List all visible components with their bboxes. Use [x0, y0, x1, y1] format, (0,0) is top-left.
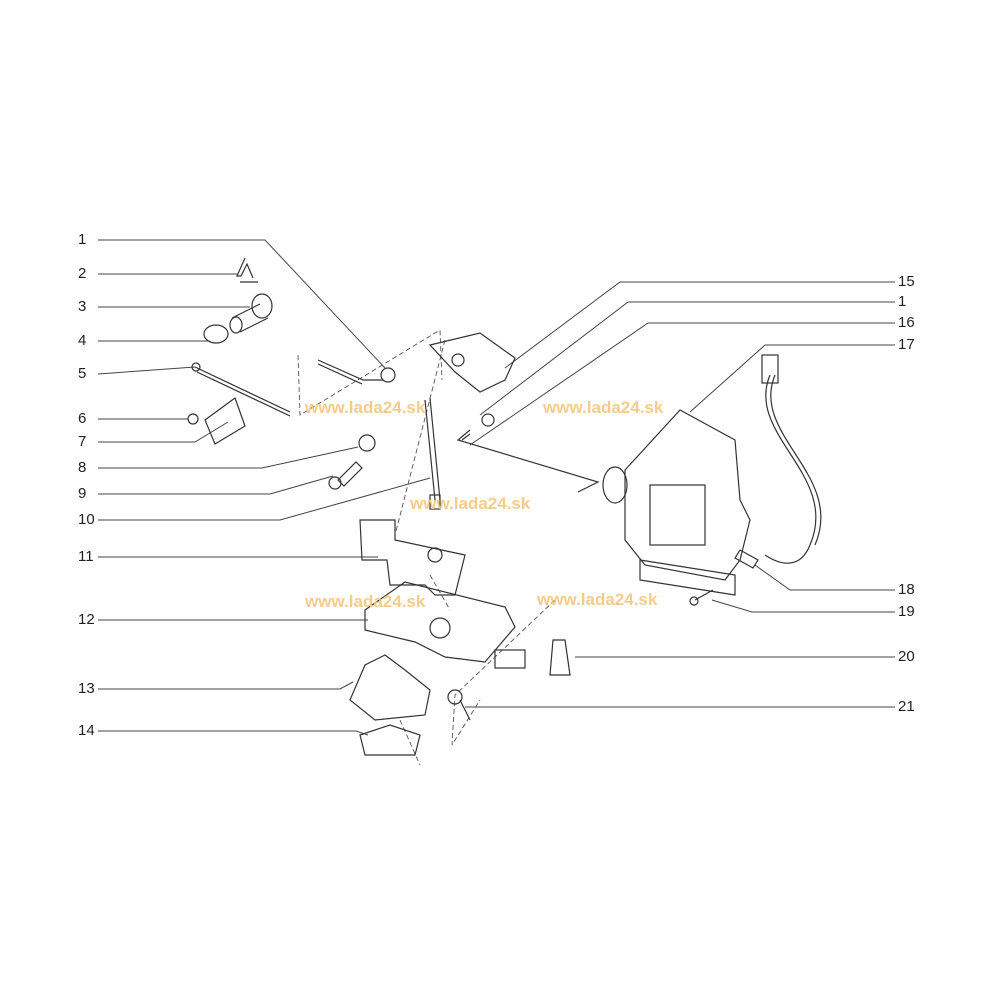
- callout-18: 18: [898, 581, 915, 598]
- clip-6: [187, 413, 199, 425]
- screw-20: [549, 639, 571, 676]
- watermark: www.lada24.sk: [537, 590, 658, 609]
- rod-end-5: [191, 362, 201, 372]
- watermark: www.lada24.sk: [543, 398, 664, 417]
- plug-17: [761, 354, 779, 384]
- washer-4: [203, 324, 229, 344]
- striker-13: [349, 654, 431, 721]
- callout-19: 19: [898, 603, 915, 620]
- callout-4: 4: [78, 332, 87, 349]
- callout-3: 3: [78, 298, 87, 315]
- connector-12: [494, 649, 526, 669]
- cable-17: [764, 374, 822, 564]
- clip-1: [380, 367, 396, 383]
- callout-12: 12: [78, 611, 95, 628]
- plate-7: [204, 397, 246, 445]
- rod-5: [194, 366, 291, 417]
- callout-1-right: 1: [898, 293, 907, 310]
- washer-8: [358, 434, 376, 452]
- rod-end-10: [429, 494, 441, 510]
- rod-10: [424, 397, 441, 501]
- callout-20: 20: [898, 648, 915, 665]
- lock-12: [364, 581, 516, 663]
- rod-1: [317, 359, 383, 385]
- callout-10: 10: [78, 511, 95, 528]
- clip-2: [236, 257, 258, 283]
- callout-11: 11: [78, 548, 94, 565]
- parts: [187, 257, 822, 756]
- callout-8: 8: [78, 459, 87, 476]
- lever-11: [359, 519, 466, 596]
- callout-1: 1: [78, 231, 87, 248]
- callout-9: 9: [78, 485, 87, 502]
- watermark: www.lada24.sk: [305, 592, 426, 611]
- callout-14: 14: [78, 722, 95, 739]
- plate-14: [359, 724, 421, 756]
- bolt-9: [337, 461, 363, 487]
- dash-lines: [297, 329, 556, 766]
- screw-19: [694, 589, 714, 601]
- actuator-boot: [602, 466, 628, 504]
- watermark: www.lada24.sk: [305, 398, 426, 417]
- callout-16: 16: [898, 314, 915, 331]
- watermark: www.lada24.sk: [410, 494, 531, 513]
- actuator-17: [624, 409, 751, 581]
- callout-6: 6: [78, 410, 87, 427]
- leader-lines: [97, 239, 895, 736]
- clip-18: [734, 549, 759, 569]
- clip-1b: [481, 413, 495, 427]
- callout-7: 7: [78, 433, 87, 450]
- lever-15: [428, 332, 516, 393]
- callout-5: 5: [78, 365, 87, 382]
- callout-21: 21: [898, 698, 915, 715]
- screw-21: [447, 689, 463, 705]
- callout-2: 2: [78, 265, 87, 282]
- bushing-3: [229, 293, 273, 334]
- callout-15: 15: [898, 273, 915, 290]
- rod-16: [456, 429, 600, 493]
- callout-17: 17: [898, 336, 915, 353]
- callout-13: 13: [78, 680, 95, 697]
